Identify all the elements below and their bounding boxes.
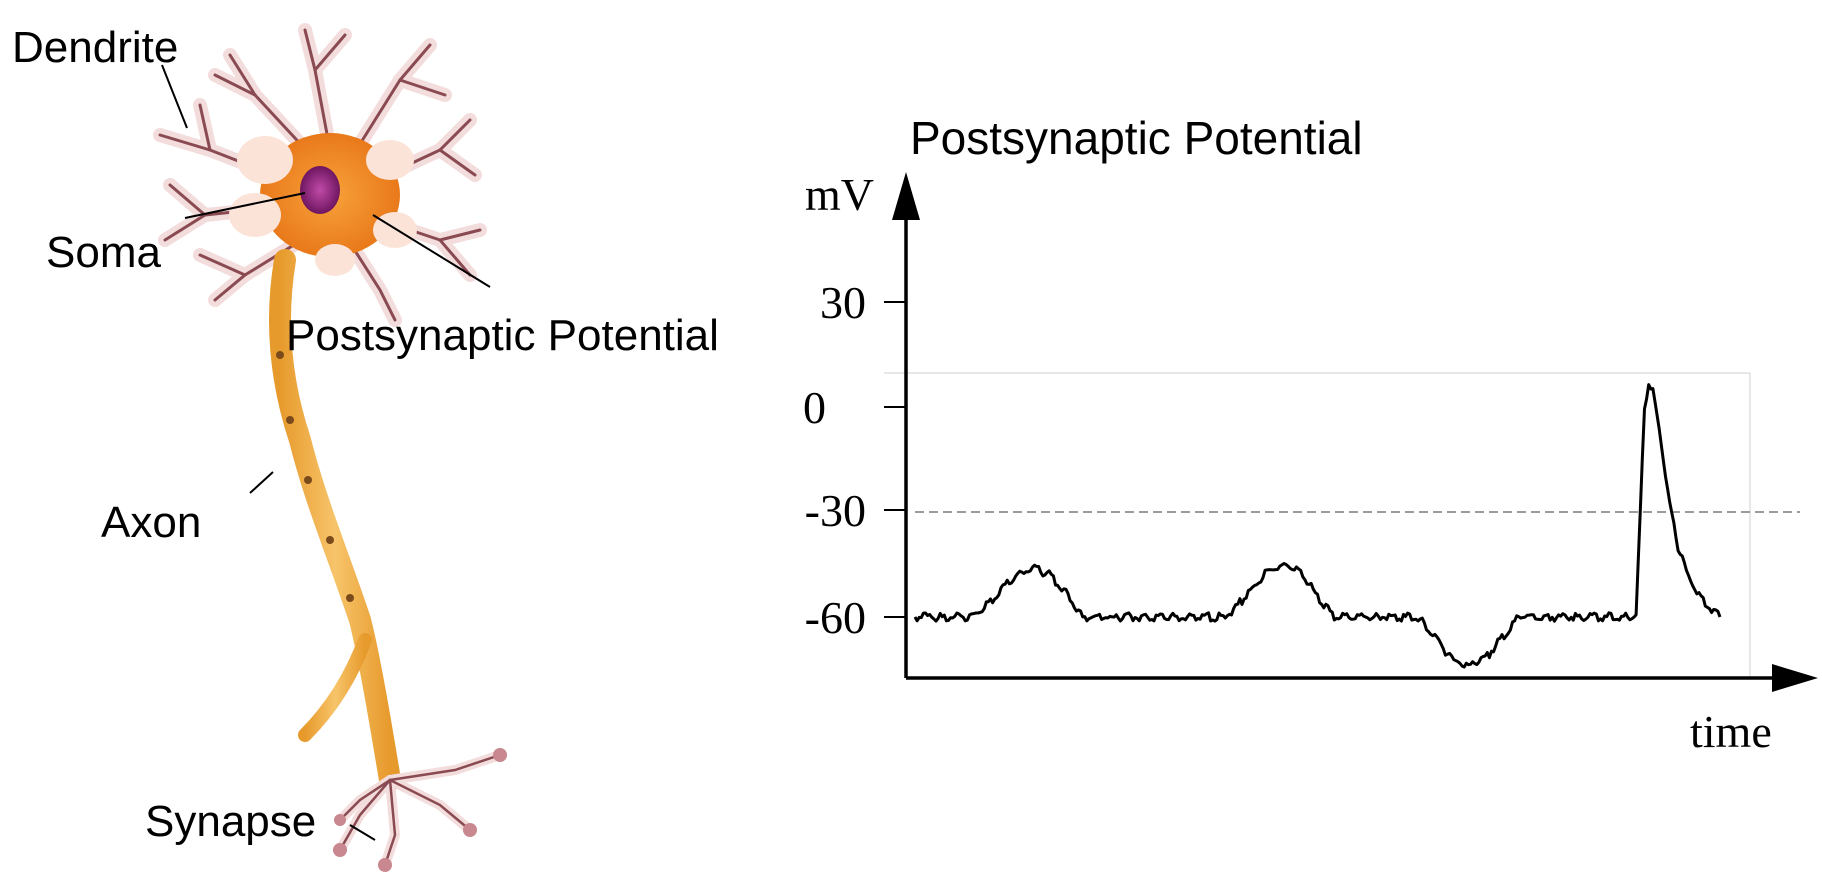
postsynaptic-leader bbox=[372, 214, 491, 288]
potential-graph: Postsynaptic Potential mV time 30 0 -30 … bbox=[803, 112, 1818, 757]
x-axis-label: time bbox=[1690, 706, 1772, 757]
postsynaptic-label: Postsynaptic Potential bbox=[286, 311, 719, 360]
axon-leader bbox=[249, 471, 274, 494]
potential-trace bbox=[913, 383, 1722, 669]
y-axis-arrowhead bbox=[892, 172, 920, 220]
synapse-label: Synapse bbox=[145, 797, 316, 846]
nodes-of-ranvier bbox=[276, 351, 354, 602]
dendrite-label: Dendrite bbox=[12, 23, 178, 72]
y-tick-label: 30 bbox=[820, 277, 866, 328]
y-axis-label: mV bbox=[805, 169, 874, 220]
synapse-leader bbox=[349, 824, 376, 841]
neuron-illustration: Dendrite Soma Postsynaptic Potential Axo… bbox=[12, 23, 719, 872]
soma-leader bbox=[184, 192, 306, 219]
y-ticks: 30 0 -30 -60 bbox=[803, 277, 906, 643]
dendrite-leader bbox=[161, 64, 188, 129]
leader-lines bbox=[161, 64, 491, 841]
graph-title: Postsynaptic Potential bbox=[910, 112, 1363, 164]
y-tick-label: 0 bbox=[803, 382, 826, 433]
soma-label: Soma bbox=[46, 228, 161, 277]
plot-frame bbox=[884, 372, 1751, 678]
synapse-terminals bbox=[333, 748, 507, 872]
x-axis-arrowhead bbox=[1772, 664, 1818, 692]
y-tick-label: -30 bbox=[805, 485, 866, 536]
y-tick-label: -60 bbox=[805, 592, 866, 643]
axon-label: Axon bbox=[101, 498, 201, 547]
axon bbox=[269, 249, 401, 791]
dendrite-branches bbox=[153, 23, 487, 327]
nucleus bbox=[300, 166, 340, 214]
